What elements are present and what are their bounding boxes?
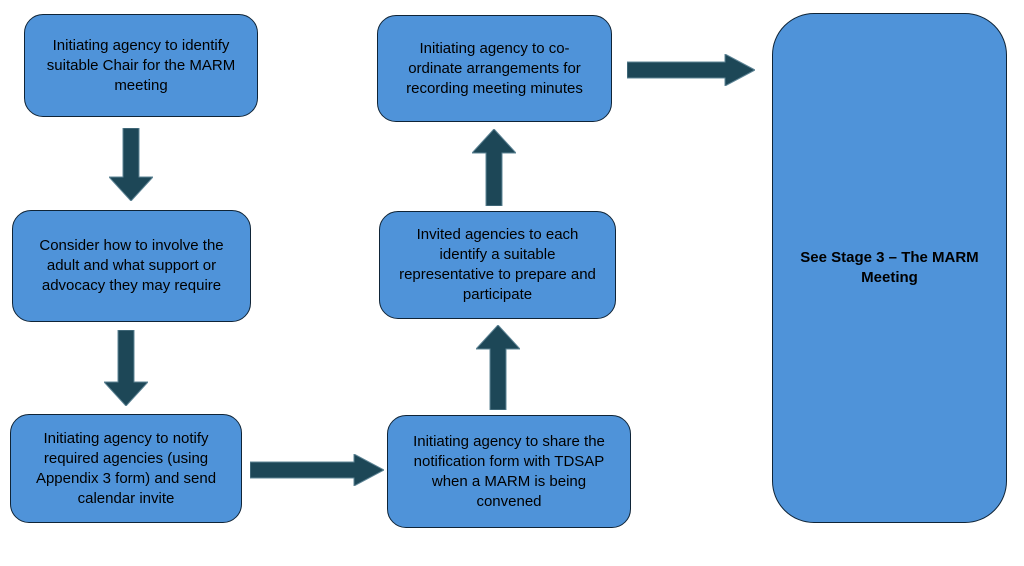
flow-box-involve-adult: Consider how to involve the adult and wh…: [12, 210, 251, 322]
flow-box-text: Initiating agency to identify suitable C…: [46, 36, 236, 94]
arrow-shape: [627, 54, 755, 86]
flow-box-coordinate-minutes: Initiating agency to co-ordinate arrange…: [377, 15, 612, 122]
flow-box-share-notification: Initiating agency to share the notificat…: [387, 415, 631, 528]
flow-box-text: Initiating agency to notify required age…: [35, 429, 217, 507]
arrow-shape: [104, 330, 148, 406]
flow-box-identify-representative: Invited agencies to each identify a suit…: [379, 211, 616, 319]
flow-box-text: Consider how to involve the adult and wh…: [39, 237, 224, 294]
arrow-up-icon: [476, 325, 520, 410]
flow-box-stage3-marm-meeting: See Stage 3 – The MARM Meeting: [772, 13, 1007, 523]
arrow-shape: [250, 454, 384, 486]
arrow-shape: [472, 129, 516, 206]
arrow-right-icon: [627, 54, 755, 86]
flow-box-text: Invited agencies to each identify a suit…: [399, 226, 596, 303]
flow-box-text: Initiating agency to co-ordinate arrange…: [406, 39, 583, 97]
arrow-shape: [109, 128, 153, 201]
arrow-down-icon: [104, 330, 148, 406]
arrow-up-icon: [472, 129, 516, 206]
arrow-right-icon: [250, 454, 384, 486]
flow-box-identify-chair: Initiating agency to identify suitable C…: [24, 14, 258, 117]
flow-box-text: Initiating agency to share the notificat…: [413, 432, 605, 510]
arrow-shape: [476, 325, 520, 410]
arrow-down-icon: [109, 128, 153, 201]
flow-box-notify-agencies: Initiating agency to notify required age…: [10, 414, 242, 523]
flow-box-text: See Stage 3 – The MARM Meeting: [800, 249, 979, 286]
